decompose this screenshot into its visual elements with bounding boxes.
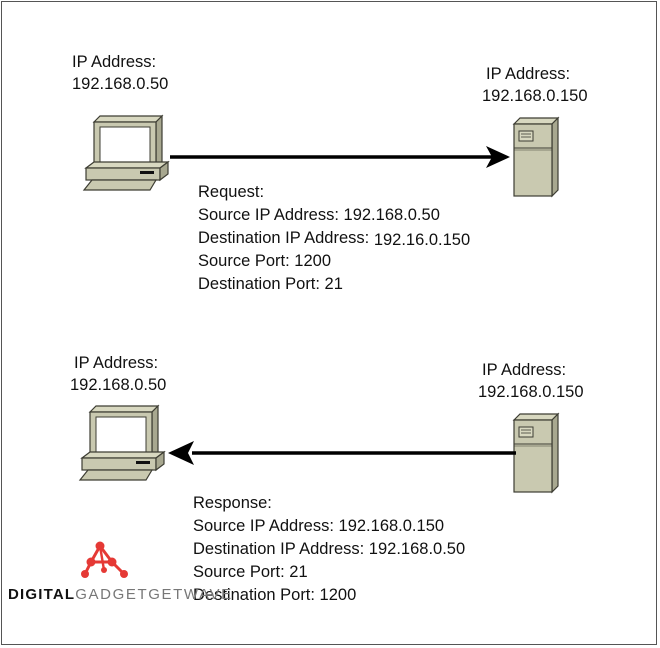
network-nodes-icon [81, 541, 128, 578]
response-source-ip: Source IP Address: 192.168.0.150 [193, 517, 445, 535]
request-arrowhead-icon [486, 146, 510, 168]
response-arrowhead-icon [168, 441, 194, 465]
response-destination-ip: Destination IP Address: 192.168.0.50 [193, 540, 466, 558]
client-computer-icon [83, 115, 169, 191]
bottom-client-label: IP Address: 192.168.0.50 [70, 352, 166, 396]
request-title: Request: [198, 183, 265, 201]
watermark-logo-text: DIGITALGADGETGETWAVE [8, 586, 233, 603]
request-source-ip: Source IP Address: 192.168.0.50 [198, 206, 440, 224]
top-client-ip-value: 192.168.0.50 [72, 75, 169, 93]
top-client-label: IP Address: 192.168.0.50 [72, 51, 168, 95]
bottom-client-ip-caption: IP Address: [74, 354, 159, 372]
top-server-label: IP Address: 192.168.0.150 [482, 63, 588, 107]
top-server-ip-caption: IP Address: [486, 65, 571, 83]
watermark-bold-text: DIGITAL [8, 586, 76, 603]
bottom-client-ip-value: 192.168.0.50 [70, 376, 167, 394]
response-title: Response: [193, 494, 272, 512]
response-source-port: Source Port: 21 [193, 563, 308, 581]
bottom-server-label: IP Address: 192.168.0.150 [478, 359, 584, 403]
response-details: Response: Source IP Address: 192.168.0.1… [193, 492, 465, 607]
server-icon-bottom [513, 413, 559, 493]
top-client-ip-caption: IP Address: [72, 53, 157, 71]
response-destination-port: Destination Port: 1200 [193, 586, 357, 604]
request-destination-ip: Destination IP Address: 192.16.0.150 [198, 227, 470, 250]
top-server-ip-value: 192.168.0.150 [482, 87, 588, 105]
request-details: Request: Source IP Address: 192.168.0.50… [198, 181, 470, 296]
request-destination-ip-value: 192.16.0.150 [373, 231, 471, 249]
server-icon [513, 117, 559, 197]
request-source-port: Source Port: 1200 [198, 252, 331, 270]
bottom-server-ip-value: 192.168.0.150 [478, 383, 584, 401]
request-destination-ip-caption: Destination IP Address: [198, 229, 370, 247]
client-computer-icon-bottom [79, 405, 165, 481]
watermark-light-text: GADGETGETWAVE [75, 586, 233, 603]
bottom-server-ip-caption: IP Address: [482, 361, 567, 379]
request-destination-port: Destination Port: 21 [198, 275, 343, 293]
